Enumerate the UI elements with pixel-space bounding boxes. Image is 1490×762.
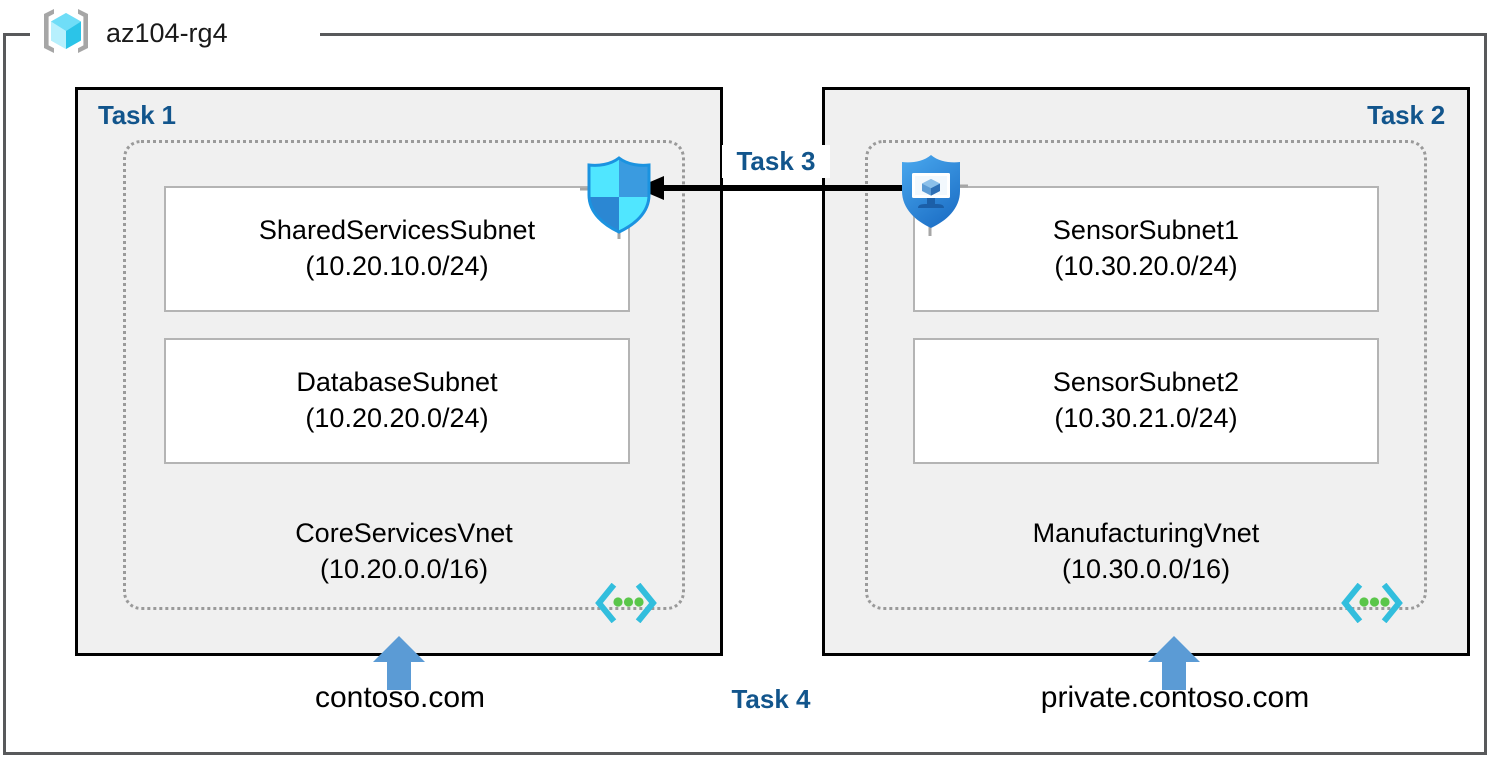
subnet-name: SharedServicesSubnet [258,215,536,246]
azure-resource-group-cube-icon [38,6,94,61]
virtual-network-icon [1340,582,1404,624]
coreservicesvnet-container [123,140,685,610]
task-4-label: Task 4 [731,684,811,714]
up-arrow-icon [1146,634,1202,690]
dns-zone-contoso-label: contoso.com [314,681,486,714]
subnet-databasesubnet: DatabaseSubnet (10.20.20.0/24) [164,338,630,464]
resource-group-header: az104-rg4 [38,6,228,60]
vnet-name: ManufacturingVnet [1032,518,1260,548]
subnet-sensorsubnet1: SensorSubnet1 (10.30.20.0/24) [913,186,1379,312]
network-security-group-shield-icon [580,155,658,239]
virtual-network-icon [594,582,658,624]
task-3-label: Task 3 [722,145,830,178]
task-1-label: Task 1 [98,100,176,130]
defender-shield-vm-icon [896,152,968,236]
up-arrow-icon [371,634,427,690]
subnet-name: SensorSubnet2 [1052,367,1240,398]
subnet-cidr: (10.20.20.0/24) [305,403,489,433]
coreservicesvnet-caption: CoreServicesVnet (10.20.0.0/16) [124,516,684,587]
vnet-name: CoreServicesVnet [295,518,513,548]
manufacturingvnet-container [865,140,1427,610]
subnet-cidr: (10.20.10.0/24) [305,251,489,281]
subnet-name: SensorSubnet1 [1052,215,1240,246]
subnet-cidr: (10.30.21.0/24) [1054,403,1238,433]
vnet-cidr: (10.20.0.0/16) [319,553,489,584]
subnet-sharedservicessubnet: SharedServicesSubnet (10.20.10.0/24) [164,186,630,312]
subnet-sensorsubnet2: SensorSubnet2 (10.30.21.0/24) [913,338,1379,464]
vnet-cidr: (10.30.0.0/16) [1061,553,1231,584]
task-2-label: Task 2 [1367,100,1445,130]
subnet-name: DatabaseSubnet [296,367,498,398]
manufacturingvnet-caption: ManufacturingVnet (10.30.0.0/16) [866,516,1426,587]
dns-zone-private-contoso-label: private.contoso.com [1040,681,1310,714]
resource-group-frame [3,33,1487,755]
resource-group-name: az104-rg4 [106,17,228,48]
subnet-cidr: (10.30.20.0/24) [1054,251,1238,281]
